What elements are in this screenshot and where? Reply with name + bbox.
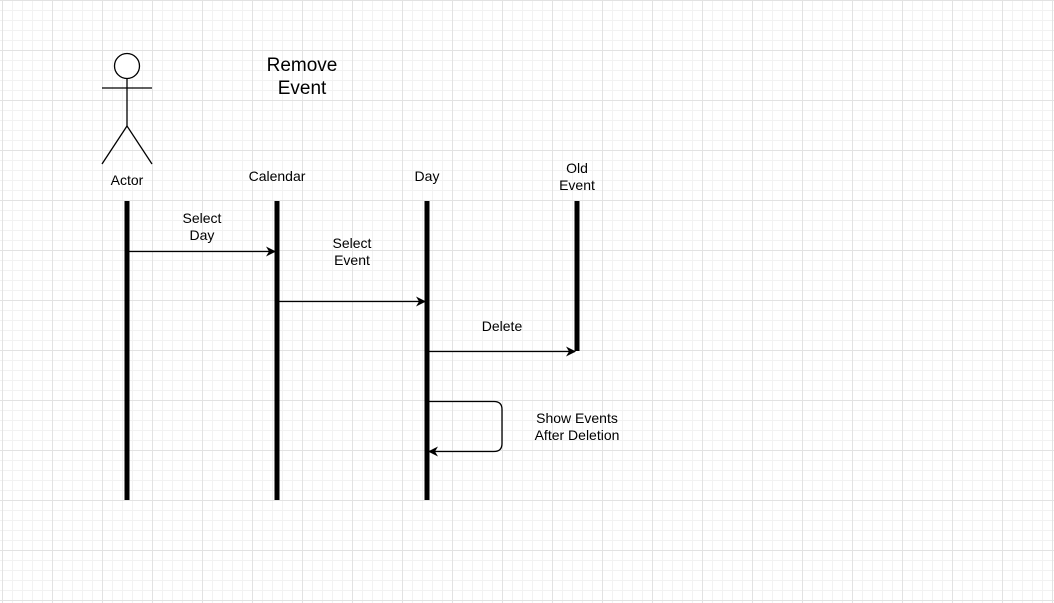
message-label-select-event: Select Event — [332, 235, 372, 268]
diagram-title: Remove Event — [266, 55, 338, 99]
participant-label-actor: Actor — [110, 172, 144, 188]
self-message-arrow-show-events[interactable] — [428, 400, 503, 457]
message-label-select-day: Select Day — [182, 210, 222, 243]
message-label-show-events: Show Events After Deletion — [534, 410, 620, 443]
participant-label-day: Day — [414, 168, 440, 184]
participant-label-old-event: Old Event — [559, 160, 595, 193]
participant-label-calendar: Calendar — [248, 168, 306, 184]
message-label-delete: Delete — [481, 318, 523, 334]
actor-stick-figure-icon[interactable] — [101, 52, 153, 165]
